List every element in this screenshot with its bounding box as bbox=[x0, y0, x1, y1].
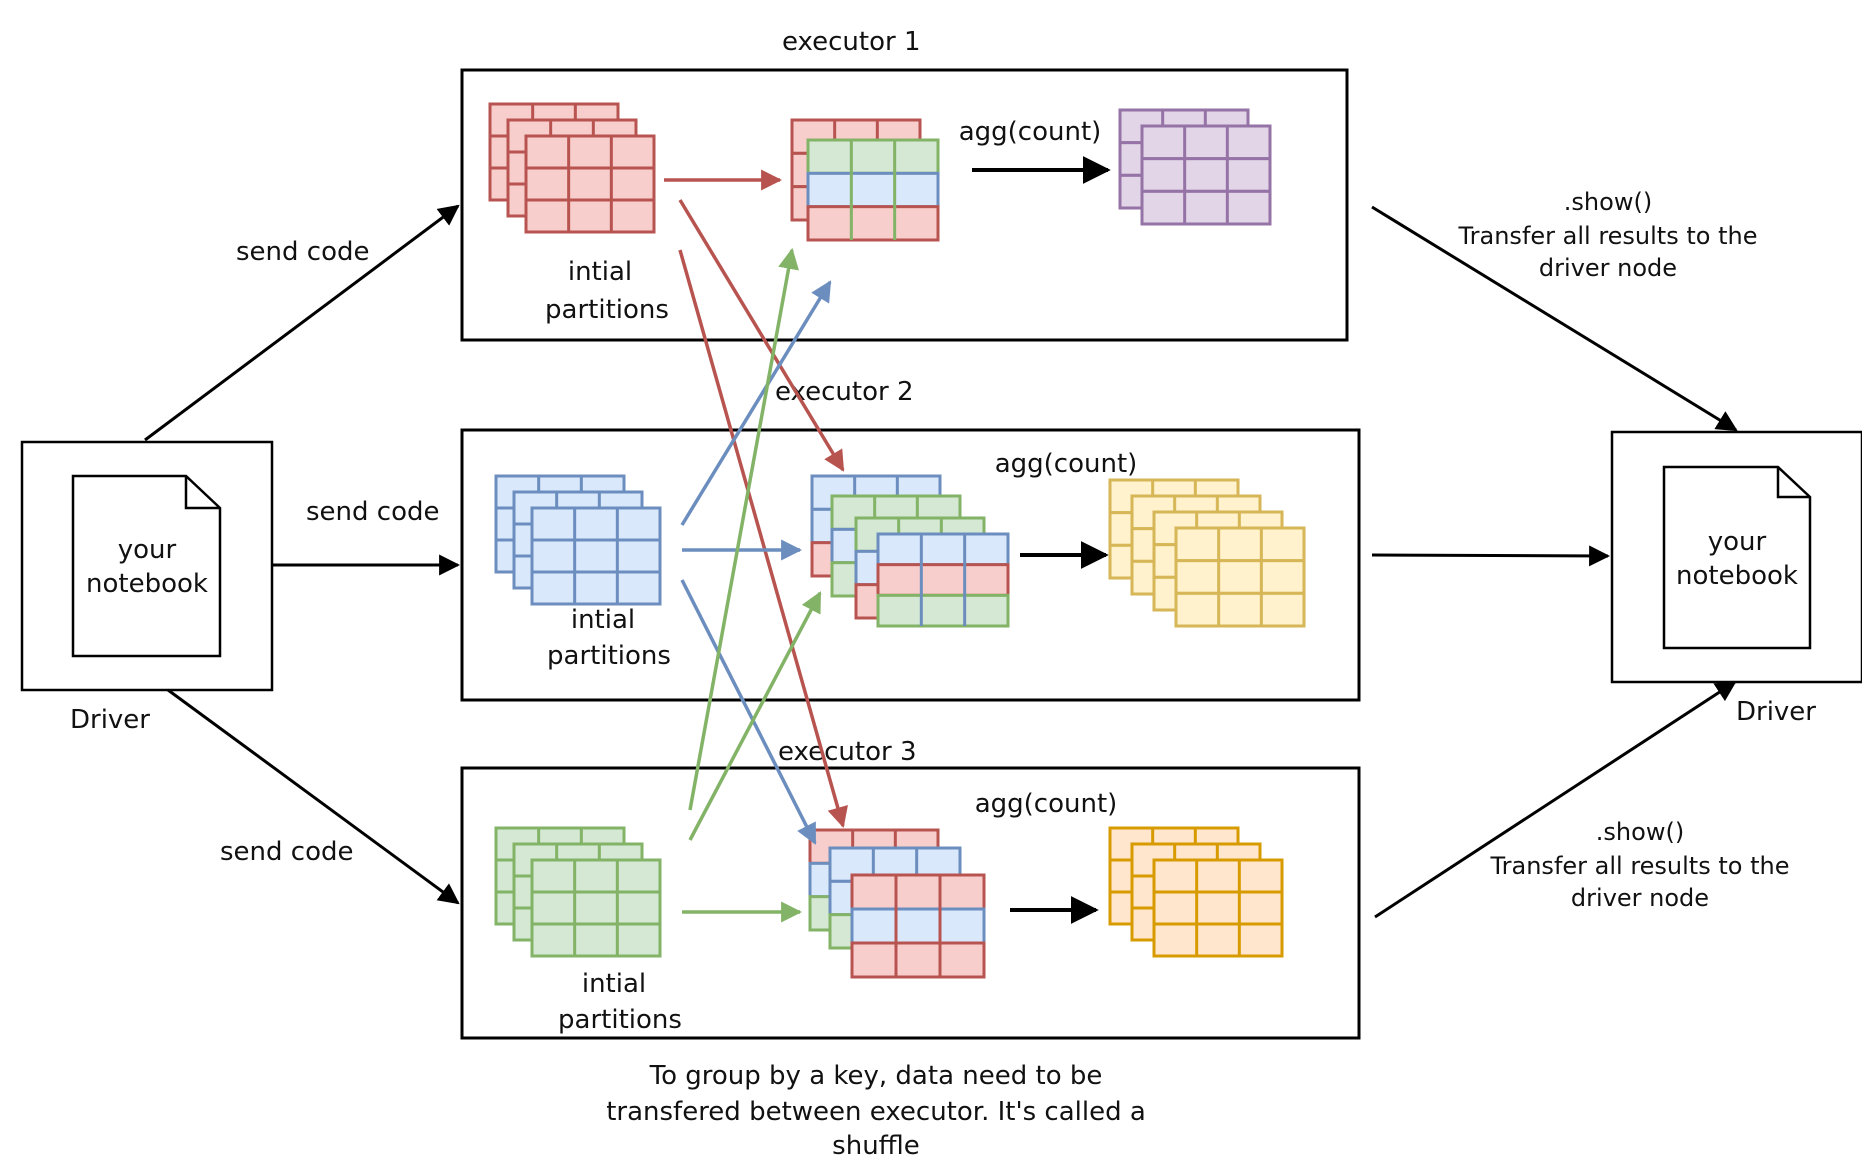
driver-left-doc-line-2: notebook bbox=[86, 569, 208, 599]
partitions-label-2b: partitions bbox=[547, 641, 671, 671]
driver-right-doc-line-1: your bbox=[1708, 527, 1767, 557]
show-top-line-2: Transfer all results to the bbox=[1458, 222, 1758, 250]
shuffle-arrow-red bbox=[678, 249, 848, 829]
driver-left-doc-line-1: your bbox=[118, 535, 177, 565]
send-code-label-2: send code bbox=[306, 497, 440, 527]
executor-1-box bbox=[460, 68, 1349, 342]
partitions-label-3b: partitions bbox=[558, 1005, 682, 1035]
agg-label-2: agg(count) bbox=[995, 449, 1138, 479]
partition-grid-red bbox=[524, 134, 656, 234]
caption-line-1: To group by a key, data need to be bbox=[649, 1061, 1103, 1091]
agg-label-1: agg(count) bbox=[959, 117, 1102, 147]
caption-line-2: transfered between executor. It's called… bbox=[606, 1097, 1146, 1127]
show-bottom-line-1: .show() bbox=[1596, 818, 1684, 846]
partition-grid-mixed bbox=[806, 138, 940, 242]
partitions-label-3a: intial bbox=[582, 969, 646, 999]
shuffle-arrows bbox=[664, 169, 848, 923]
partition-grid-mixed bbox=[876, 532, 1010, 628]
executor-2-title: executor 2 bbox=[775, 377, 914, 407]
executor-1-title: executor 1 bbox=[782, 27, 921, 57]
caption-line-3: shuffle bbox=[832, 1131, 920, 1161]
send-code-arrow-1 bbox=[144, 204, 460, 442]
transfer-arrow-2 bbox=[1371, 545, 1611, 567]
document-icon bbox=[1662, 465, 1812, 650]
partitions-label-1b: partitions bbox=[545, 295, 669, 325]
transfer-arrow-3 bbox=[1374, 680, 1737, 919]
result-grid-orange bbox=[1152, 858, 1284, 958]
document-icon bbox=[71, 474, 222, 658]
shuffle-arrow-red bbox=[678, 199, 845, 472]
send-code-label-3: send code bbox=[220, 837, 354, 867]
agg-label-3: agg(count) bbox=[975, 789, 1118, 819]
driver-right-label: Driver bbox=[1736, 697, 1816, 727]
partition-grid-mixed bbox=[850, 873, 986, 979]
partition-grid-blue bbox=[530, 506, 662, 606]
show-bottom-line-2: Transfer all results to the bbox=[1490, 852, 1790, 880]
executor-2-box bbox=[460, 428, 1361, 702]
show-top-line-1: .show() bbox=[1564, 188, 1652, 216]
send-code-label-1: send code bbox=[236, 237, 370, 267]
shuffle-arrow-blue bbox=[680, 280, 832, 526]
partition-grids bbox=[488, 102, 1306, 979]
partitions-label-1a: intial bbox=[568, 257, 632, 287]
driver-right-doc-line-2: notebook bbox=[1676, 561, 1798, 591]
executor-3-box bbox=[460, 766, 1361, 1040]
show-bottom-line-3: driver node bbox=[1571, 884, 1709, 912]
result-grid-yellow bbox=[1174, 526, 1306, 628]
driver-left-label: Driver bbox=[70, 705, 150, 735]
executor-3-title: executor 3 bbox=[778, 737, 917, 767]
shuffle-arrow-green bbox=[688, 247, 799, 811]
shuffle-arrow-blue bbox=[680, 579, 817, 845]
shuffle-arrow-green bbox=[688, 591, 822, 841]
driver-right-box bbox=[1610, 430, 1862, 684]
partitions-label-2a: intial bbox=[571, 605, 635, 635]
send-code-arrow-3 bbox=[167, 688, 460, 905]
result-grid-purple bbox=[1140, 124, 1272, 226]
show-top-line-3: driver node bbox=[1539, 254, 1677, 282]
partition-grid-green bbox=[530, 858, 662, 958]
transfer-arrow-1 bbox=[1371, 205, 1738, 432]
